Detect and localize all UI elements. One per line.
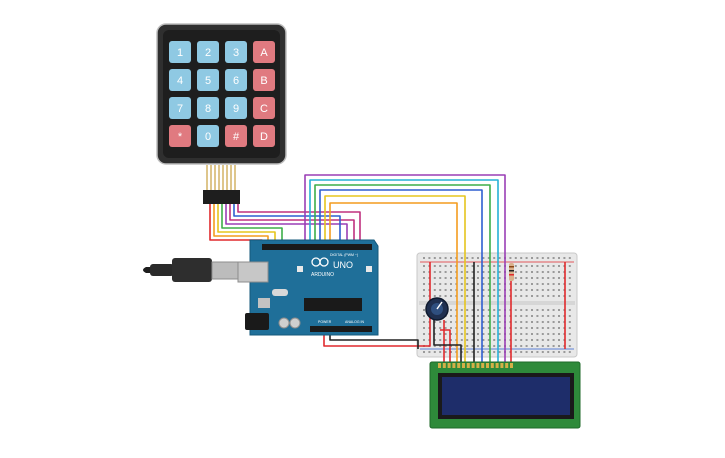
keypad-key-label: D (260, 131, 268, 143)
keypad-key-label: * (178, 131, 183, 143)
keypad[interactable]: 1 2 3 A 4 5 6 B 7 8 9 C * 0 # D (156, 23, 287, 165)
arduino-uno-board[interactable]: ARDUINO UNO DIGITAL (PWM ~) POWER ANALOG… (237, 239, 379, 336)
digital-header-label: DIGITAL (PWM ~) (330, 253, 358, 257)
usb-cable (143, 258, 241, 282)
keypad-key-0[interactable] (169, 41, 191, 63)
keypad-key-label: 2 (205, 47, 211, 59)
wire-3 (221, 204, 283, 246)
wire-12 (324, 195, 466, 366)
keypad-key-label: 9 (233, 103, 239, 115)
usb-port (237, 261, 269, 283)
keypad-key-label: 5 (205, 75, 211, 87)
keypad-connector (203, 165, 240, 204)
crystal (272, 289, 288, 296)
lcd-pins (438, 363, 513, 368)
analog-header-label: ANALOG IN (345, 320, 365, 324)
keypad-key-label: C (260, 103, 268, 115)
keypad-key-label: A (260, 47, 268, 59)
arduino-model-label: UNO (333, 260, 353, 270)
power-analog-header (310, 326, 372, 332)
atmega-chip (304, 298, 362, 311)
wire-20 (433, 320, 462, 366)
wire-2 (217, 204, 276, 246)
capacitor-1 (278, 317, 290, 329)
keypad-key-13[interactable] (197, 125, 219, 147)
keypad-key-12[interactable] (169, 125, 191, 147)
wire-13 (329, 202, 458, 366)
keypad-key-14[interactable] (225, 125, 247, 147)
keypad-key-label: 6 (233, 75, 239, 87)
keypad-key-15[interactable] (253, 125, 275, 147)
power-header-label: POWER (318, 320, 332, 324)
reset-button (258, 298, 270, 308)
power-led (366, 266, 372, 272)
keypad-key-label: B (260, 75, 267, 87)
keypad-key-label: # (233, 131, 240, 143)
keypad-key-3[interactable] (253, 41, 275, 63)
keypad-key-6[interactable] (225, 69, 247, 91)
keypad-key-9[interactable] (197, 97, 219, 119)
capacitor-2 (289, 317, 301, 329)
wire-6 (233, 204, 341, 246)
keypad-key-label: 0 (205, 131, 211, 143)
arduino-logo-icon (311, 257, 329, 267)
wire-11 (319, 189, 483, 366)
wire-8 (304, 174, 506, 366)
keypad-key-10[interactable] (225, 97, 247, 119)
power-jack (245, 313, 269, 330)
wire-15 (329, 332, 419, 349)
keypad-key-label: 4 (177, 75, 183, 87)
keypad-keys: 1 2 3 A 4 5 6 B 7 8 9 C * 0 # D (169, 41, 275, 147)
lcd-display[interactable] (429, 361, 581, 429)
keypad-key-label: 3 (233, 47, 239, 59)
wire-4 (225, 204, 348, 246)
keypad-key-7[interactable] (253, 69, 275, 91)
keypad-key-5[interactable] (197, 69, 219, 91)
keypad-key-label: 8 (205, 103, 211, 115)
keypad-key-label: 1 (177, 47, 183, 59)
keypad-key-1[interactable] (197, 41, 219, 63)
keypad-key-4[interactable] (169, 69, 191, 91)
wire-7 (237, 204, 361, 246)
keypad-key-8[interactable] (169, 97, 191, 119)
tx-led (297, 266, 303, 272)
potentiometer[interactable] (425, 297, 449, 321)
wire-9 (309, 179, 499, 366)
keypad-key-label: 7 (177, 103, 183, 115)
lcd-screen (442, 377, 570, 415)
arduino-brand-label: ARDUINO (311, 272, 334, 278)
keypad-key-11[interactable] (253, 97, 275, 119)
keypad-key-2[interactable] (225, 41, 247, 63)
wire-10 (314, 184, 491, 366)
resistor (509, 263, 514, 281)
wire-5 (229, 204, 355, 246)
digital-header (262, 244, 372, 250)
